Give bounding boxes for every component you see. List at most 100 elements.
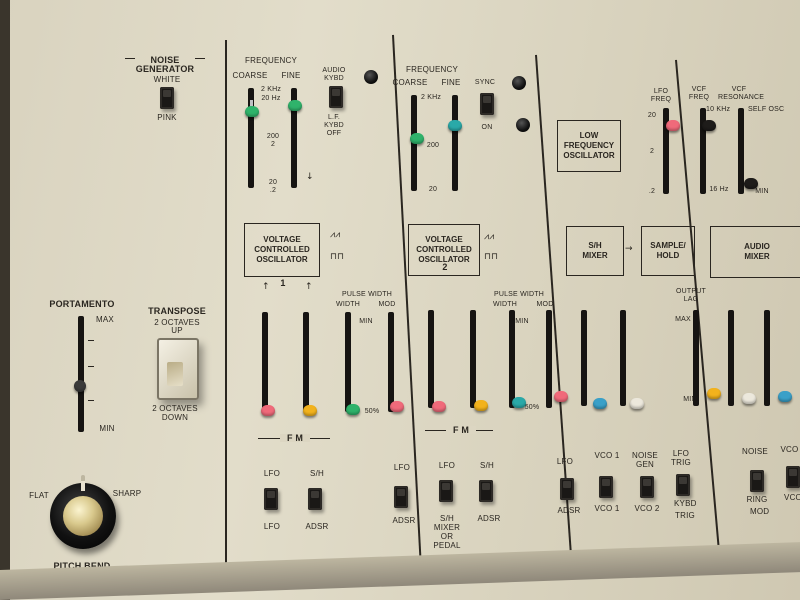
mixer-ring-label: RING	[746, 495, 768, 504]
lfo-noise-gen-label-1: NOISE	[632, 451, 658, 460]
pitch-bend-label: PITCH BEND	[53, 561, 111, 571]
vco2-pw-lfo-label: LFO	[556, 457, 574, 466]
portamento-min-label: MIN	[99, 424, 115, 433]
sh-mixer-box: S/H MIXER	[566, 226, 624, 276]
lfo-freq-label-2: FREQ	[650, 96, 672, 103]
vco1-coarse-slider[interactable]	[245, 106, 259, 117]
vco2-pw-mod-slot	[546, 310, 552, 408]
vco2-fifty-label: 50%	[524, 404, 540, 411]
vco1-fm-lfo-slot	[262, 312, 268, 412]
pitch-bend-knob[interactable]	[50, 481, 116, 549]
vco1-coarse-label: COARSE	[232, 71, 268, 80]
transpose-switch[interactable]	[157, 338, 199, 400]
lfo-sh-vco1-slider[interactable]	[593, 398, 607, 409]
audio-mixer-line-2: MIXER	[744, 252, 770, 261]
lfo-box-line-3: OSCILLATOR	[563, 151, 615, 160]
vco1-up-arrow-1: ↑	[262, 282, 270, 292]
vco2-pw-mod-slider[interactable]	[554, 391, 568, 402]
vco2-jack-top[interactable]	[512, 76, 526, 90]
vco1-audio-label: AUDIO	[322, 67, 346, 74]
vco1-fm-sh-slot	[303, 312, 309, 412]
vco1-fine-down-arrow: ↓	[306, 172, 314, 182]
sh-arrow: →	[625, 244, 633, 254]
vco1-kybd-label: KYBD	[324, 75, 344, 82]
vco1-kybd-switch[interactable]	[329, 86, 343, 108]
vco1-fm-lfo-slider[interactable]	[261, 405, 275, 416]
vco1-width-label: WIDTH	[336, 301, 360, 308]
vco2-pw-mod-switch[interactable]	[560, 478, 574, 500]
vco1-fine-slider[interactable]	[288, 100, 302, 111]
panel-left-edge	[0, 0, 10, 600]
vco1-jack[interactable]	[364, 70, 378, 84]
vco2-jack-bottom[interactable]	[516, 118, 530, 132]
vco1-pw-width-slider[interactable]	[346, 404, 360, 415]
lfo-freq-label-1: LFO	[653, 88, 669, 95]
vco2-min-label: MIN	[515, 318, 529, 325]
vco1-lfo-label: LFO	[263, 469, 281, 478]
vco1-off-label: OFF	[326, 130, 342, 137]
sh-mixer-line-1: S/H	[588, 241, 602, 250]
vco2-pw-width-slider[interactable]	[512, 397, 526, 408]
vco1-pw-adsr-label: ADSR	[392, 516, 416, 525]
lfo-trig-switch[interactable]	[676, 474, 690, 496]
vcf-res-min-label: MIN	[755, 188, 769, 195]
vco1-box-line-2: CONTROLLED	[254, 245, 310, 254]
vco1-pw-lfo-label: LFO	[393, 463, 411, 472]
vco2-fine-slider[interactable]	[448, 120, 462, 131]
mixer-noise-slider[interactable]	[742, 393, 756, 404]
output-lag-slider[interactable]	[707, 388, 721, 399]
vco1-adsr-label: ADSR	[305, 522, 329, 531]
vcf-freq-slider[interactable]	[702, 120, 716, 131]
vco2-coarse-slider[interactable]	[410, 133, 424, 144]
panel-bottom-edge	[0, 542, 800, 600]
vcf-freq-slot	[700, 108, 706, 194]
lfo-box: LOW FREQUENCY OSCILLATOR	[557, 120, 621, 172]
mixer-vco-switch[interactable]	[786, 466, 800, 488]
noise-bracket-right	[195, 58, 205, 59]
vco2-scale-khz: 2 KHz	[420, 94, 442, 101]
lfo-sh-vco1-slot	[581, 310, 587, 406]
vco1-pw-mod-switch[interactable]	[394, 486, 408, 508]
sample-hold-line-2: HOLD	[656, 251, 680, 260]
vco1-sh-label: S/H	[310, 469, 324, 478]
lfo-kybd-trig-label: TRIG	[675, 511, 695, 520]
vco2-sync-switch[interactable]	[480, 93, 494, 115]
lfo-trig-label-1: LFO	[672, 449, 690, 458]
vco2-box-line-2: CONTROLLED	[416, 245, 472, 254]
vcf-freq-label-1: VCF	[691, 86, 707, 93]
vco1-fm-sh-switch[interactable]	[308, 488, 322, 510]
portamento-slider[interactable]	[74, 380, 86, 392]
vcf-res-slider[interactable]	[744, 178, 758, 189]
vco2-square-wave-icon: ⊓⊓	[484, 252, 499, 262]
lfo-vco1-switch[interactable]	[599, 476, 613, 498]
noise-generator-title-1: NOISE	[150, 55, 180, 65]
vco2-pw-adsr-label: ADSR	[557, 506, 581, 515]
vco1-frequency-label: FREQUENCY	[245, 56, 298, 65]
lfo-freq-slider[interactable]	[666, 120, 680, 131]
vco2-fm-lfo-slider[interactable]	[432, 401, 446, 412]
mixer-noise-switch[interactable]	[750, 470, 764, 492]
vco1-pw-mod-slider[interactable]	[390, 401, 404, 412]
lfo-vco1-label-2: VCO 1	[594, 504, 620, 513]
vco1-scale-200: 200	[266, 133, 280, 140]
vco2-fm-sh-switch[interactable]	[479, 480, 493, 502]
lfo-noise-switch[interactable]	[640, 476, 654, 498]
vco2-fine-slot	[452, 95, 458, 191]
vcf-res-slot	[738, 108, 744, 194]
lfo-scale-top: 20	[647, 112, 657, 119]
vco1-square-wave-icon: ⊓⊓	[330, 252, 345, 262]
vco1-fm-sh-slider[interactable]	[303, 405, 317, 416]
lfo-sh-noise-slider[interactable]	[630, 398, 644, 409]
vco2-fm-sh-slider[interactable]	[474, 400, 488, 411]
portamento-tick-1	[88, 340, 94, 341]
vco1-box-line-1: VOLTAGE	[263, 235, 301, 244]
vco2-fine-label: FINE	[441, 78, 461, 87]
mixer-mod-label: MOD	[750, 507, 770, 516]
vco1-scale-2: 2	[270, 141, 276, 148]
vco2-fm-lfo-switch[interactable]	[439, 480, 453, 502]
mixer-vco1-slider[interactable]	[778, 391, 792, 402]
vco1-fm-lfo-switch[interactable]	[264, 488, 278, 510]
noise-color-switch[interactable]	[160, 87, 174, 109]
noise-pink-label: PINK	[157, 113, 177, 122]
vco2-saw-wave-icon: ⩘⩘	[484, 232, 495, 242]
